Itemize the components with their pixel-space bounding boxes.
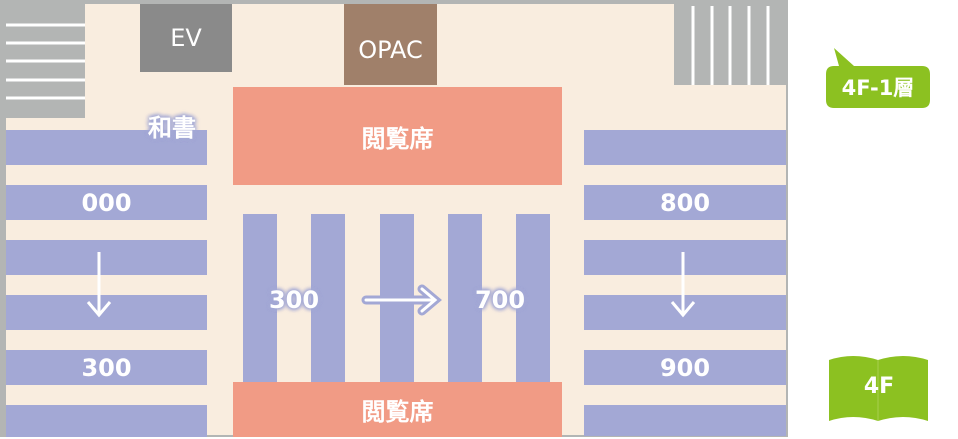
shelf <box>6 295 207 330</box>
floor-text: 4F <box>863 373 895 399</box>
shelf: 300 <box>6 350 207 385</box>
shelf <box>516 214 550 382</box>
class-label: 900 <box>659 353 711 382</box>
class-label: 300 <box>81 353 132 382</box>
class-label: 000 <box>81 188 132 217</box>
class-label: 800 <box>659 188 711 217</box>
stairs-icon <box>6 23 85 100</box>
shelf <box>584 240 786 275</box>
level-badge: 4F-1層 <box>826 66 930 108</box>
shelf <box>243 214 277 382</box>
shelf <box>6 405 207 437</box>
opac-label: OPAC <box>358 35 423 64</box>
class-label: 700 <box>474 286 526 314</box>
level-badge-bg <box>826 48 930 108</box>
reading-area-bottom: 閲覧席 <box>233 382 562 437</box>
shelf <box>584 130 786 165</box>
shelf <box>311 214 345 382</box>
shelf: 900 <box>584 350 786 385</box>
shelf: 000 <box>6 185 207 220</box>
elevator: EV <box>140 4 232 72</box>
label: 和書 <box>148 113 196 142</box>
reading-label: 閲覧席 <box>361 124 434 153</box>
center-end-label: 700 <box>464 282 536 318</box>
arrow-right-icon <box>361 284 442 316</box>
stairs-left <box>6 4 85 118</box>
ev-label: EV <box>170 24 202 52</box>
stairs-icon <box>691 6 770 85</box>
shelf <box>6 240 207 275</box>
center-start-label: 300 <box>258 282 330 318</box>
shelf <box>584 405 786 436</box>
opac-terminal: OPAC <box>344 4 437 85</box>
class-label: 300 <box>268 286 320 314</box>
book-icon <box>829 356 928 421</box>
stairs-right <box>674 4 786 85</box>
japanese-books-label: 和書 <box>136 108 208 142</box>
level-label: 4F-1層 <box>841 76 915 100</box>
shelf: 800 <box>584 185 786 220</box>
reading-label: 閲覧席 <box>361 398 434 426</box>
shelf <box>6 130 207 165</box>
reading-area-top: 閲覧席 <box>233 87 562 185</box>
arrow-down-icon <box>86 252 112 318</box>
floor-label: 4F <box>829 366 929 406</box>
arrow-down-icon <box>670 252 696 318</box>
shelf <box>448 214 482 382</box>
